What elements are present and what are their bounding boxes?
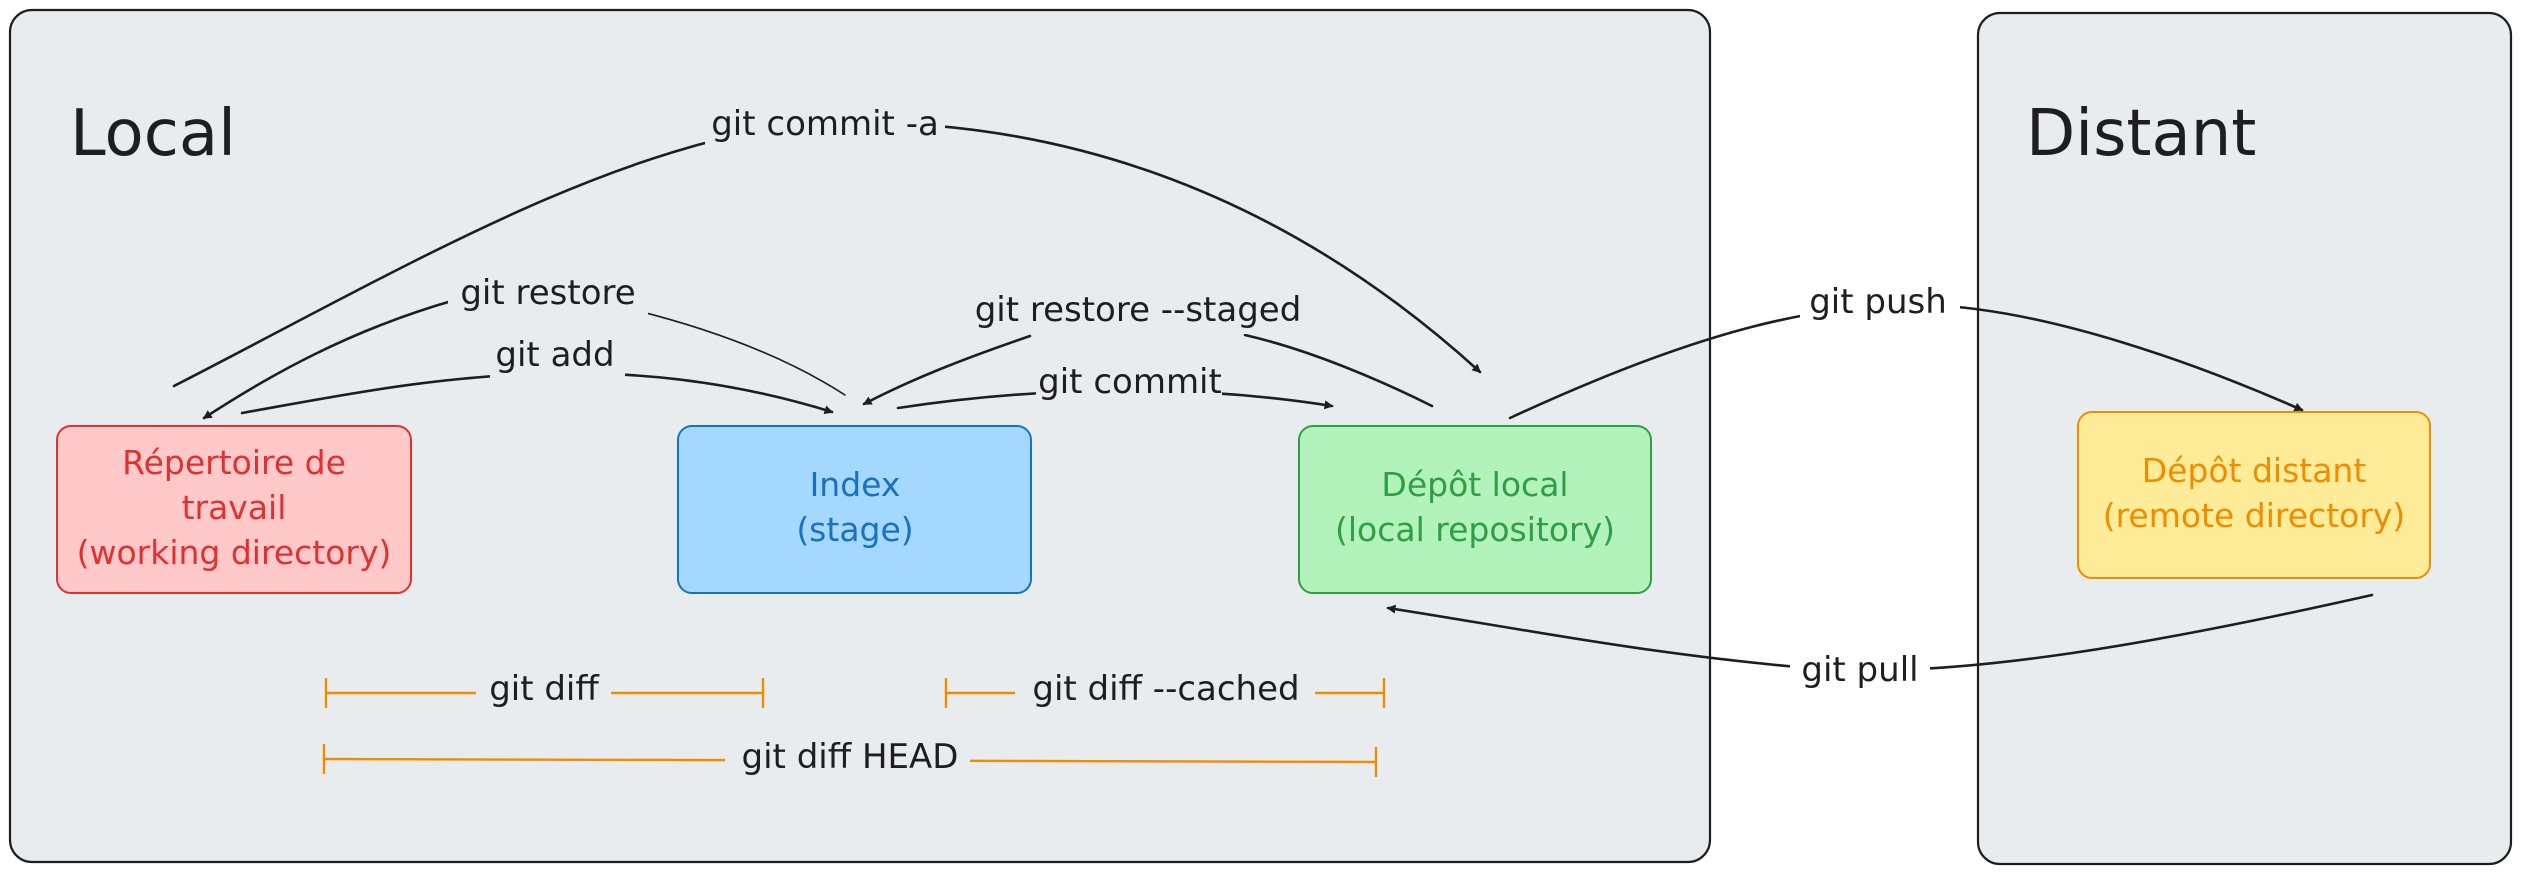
- git-diff-cached-span: git diff --cached: [944, 669, 1386, 712]
- git-add-label: git add: [495, 335, 614, 375]
- remote-repository-line-1: Dépôt distant: [2142, 451, 2367, 490]
- git-restore-staged-arrow: [862, 334, 1032, 406]
- git-pull-label: git pull: [1801, 650, 1918, 690]
- index-line-2: (stage): [796, 510, 913, 549]
- git-restore-arrow: [202, 298, 457, 420]
- working-directory-line-2: travail: [182, 488, 287, 527]
- git-diff-head-span: git diff HEAD: [322, 737, 1378, 780]
- working-directory-node[interactable]: Répertoire de travail (working directory…: [56, 425, 412, 594]
- git-restore-staged-label: git restore --staged: [975, 290, 1302, 330]
- git-diff-head-label: git diff HEAD: [742, 737, 959, 777]
- index-line-1: Index: [810, 465, 901, 504]
- local-repository-line-2: (local repository): [1335, 510, 1615, 549]
- working-directory-line-1: Répertoire de: [122, 443, 346, 482]
- git-push-label: git push: [1809, 282, 1947, 322]
- distant-region-title: Distant: [2026, 97, 2256, 171]
- working-directory-line-3: (working directory): [77, 533, 392, 572]
- local-region-title: Local: [70, 97, 236, 171]
- remote-repository-line-2: (remote directory): [2103, 496, 2406, 535]
- local-repository-node[interactable]: Dépôt local (local repository): [1298, 425, 1652, 594]
- remote-repository-node[interactable]: Dépôt distant (remote directory): [2077, 411, 2431, 579]
- git-restore-label: git restore: [460, 273, 635, 313]
- local-repository-line-1: Dépôt local: [1381, 465, 1568, 504]
- git-commit-label: git commit: [1038, 362, 1222, 402]
- git-diff-label: git diff: [489, 669, 600, 709]
- index-node[interactable]: Index (stage): [677, 425, 1032, 594]
- git-diff-span: git diff: [324, 669, 765, 712]
- git-commit-a-label: git commit -a: [711, 104, 939, 144]
- git-diff-cached-label: git diff --cached: [1032, 669, 1299, 709]
- git-restore-staged-arrow-tail: [1243, 333, 1434, 408]
